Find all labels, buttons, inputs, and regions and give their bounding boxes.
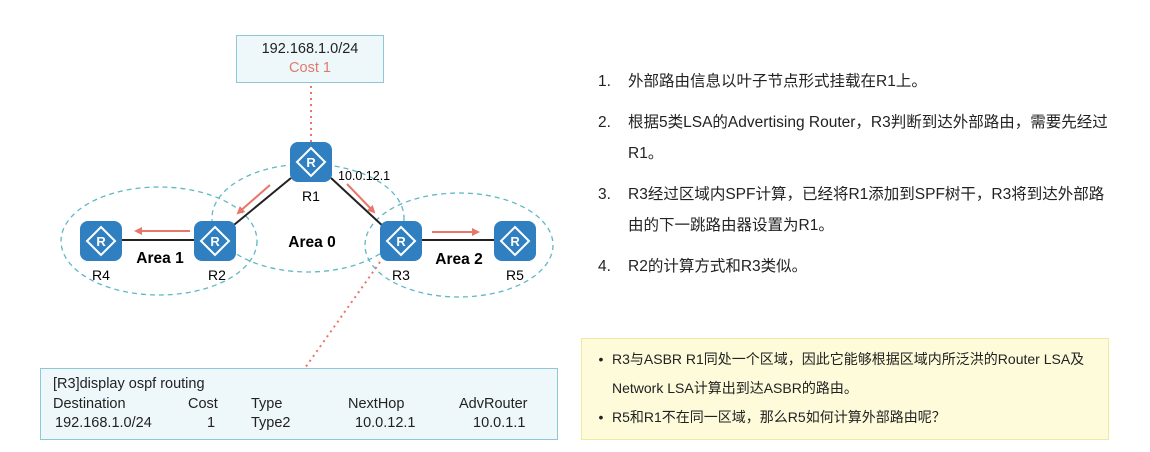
svg-text:R: R [210, 234, 220, 249]
header-nexthop: NextHop [348, 396, 405, 412]
router-r4-label: R4 [92, 267, 110, 283]
router-r4-icon: R [80, 221, 122, 261]
area-2-label: Area 2 [435, 251, 482, 268]
list-item: 3. R3经过区域内SPF计算，已经将R1添加到SPF树干，R3将到达外部路由的… [598, 179, 1118, 241]
header-destination: Destination [53, 396, 126, 412]
router-r3-icon: R [380, 221, 422, 261]
header-advrouter: AdvRouter [459, 396, 528, 412]
arrow-r1-to-r3 [346, 183, 376, 214]
step-number: 4. [598, 258, 611, 275]
routing-table-box: [R3]display ospf routing Destination Cos… [40, 368, 558, 440]
list-item: • R5和R1不在同一区域，那么R5如何计算外部路由呢？ [590, 403, 1108, 432]
step-number: 3. [598, 186, 611, 203]
terminal-command: [R3]display ospf routing [53, 376, 205, 392]
note-text: R5和R1不在同一区域，那么R5如何计算外部路由呢？ [612, 409, 946, 425]
area-0-outline [211, 163, 405, 273]
svg-text:R: R [96, 234, 106, 249]
terminal-connector [304, 261, 381, 369]
note-box: • R3与ASBR R1同处一个区域，因此它能够根据区域内所泛洪的Router … [581, 338, 1109, 440]
link-r1-r2 [228, 177, 292, 230]
header-type: Type [251, 396, 283, 412]
router-r1-icon: R [290, 142, 332, 182]
area-1-label: Area 1 [136, 250, 184, 267]
explanation-steps: 1. 外部路由信息以叶子节点形式挂载在R1上。 2. 根据5类LSA的Adver… [598, 66, 1118, 292]
list-item: • R3与ASBR R1同处一个区域，因此它能够根据区域内所泛洪的Router … [590, 345, 1108, 403]
area-1-outline [60, 186, 258, 296]
step-text: R3经过区域内SPF计算，已经将R1添加到SPF树干，R3将到达外部路由的下一跳… [628, 186, 1105, 234]
row-cost: 1 [207, 415, 216, 431]
router-r2-icon: R [194, 221, 236, 261]
link-r1-r3 [330, 177, 386, 229]
svg-text:R: R [306, 155, 316, 170]
link-ip-label: 10.0.12.1 [338, 169, 390, 183]
step-text: R2的计算方式和R3类似。 [628, 258, 808, 275]
area-2-outline [364, 192, 554, 298]
svg-text:R: R [396, 234, 406, 249]
row-type: Type2 [251, 415, 291, 431]
external-network-box: 192.168.1.0/24 Cost 1 [236, 35, 384, 83]
step-number: 2. [598, 114, 611, 131]
router-r5-icon: R [494, 221, 536, 261]
external-network-prefix: 192.168.1.0/24 [261, 41, 359, 57]
bullet-icon: • [598, 409, 604, 425]
row-nexthop: 10.0.12.1 [355, 415, 416, 431]
step-number: 1. [598, 73, 611, 90]
list-item: 2. 根据5类LSA的Advertising Router，R3判断到达外部路由… [598, 107, 1118, 169]
external-network-cost: Cost 1 [289, 60, 331, 76]
list-item: 4. R2的计算方式和R3类似。 [598, 251, 1118, 282]
step-text: 根据5类LSA的Advertising Router，R3判断到达外部路由，需要… [628, 114, 1108, 162]
router-r1-label: R1 [302, 188, 320, 204]
bullet-icon: • [598, 351, 604, 367]
svg-text:R: R [510, 234, 520, 249]
router-r2-label: R2 [208, 267, 226, 283]
header-cost: Cost [188, 396, 218, 412]
note-text: R3与ASBR R1同处一个区域，因此它能够根据区域内所泛洪的Router LS… [612, 351, 1085, 396]
arrow-r1-to-r2 [236, 184, 271, 215]
step-text: 外部路由信息以叶子节点形式挂载在R1上。 [628, 73, 927, 90]
row-destination: 192.168.1.0/24 [55, 415, 152, 431]
router-r3-label: R3 [392, 267, 410, 283]
list-item: 1. 外部路由信息以叶子节点形式挂载在R1上。 [598, 66, 1118, 97]
row-advrouter: 10.0.1.1 [473, 415, 526, 431]
area-0-label: Area 0 [288, 234, 335, 251]
router-r5-label: R5 [506, 267, 524, 283]
